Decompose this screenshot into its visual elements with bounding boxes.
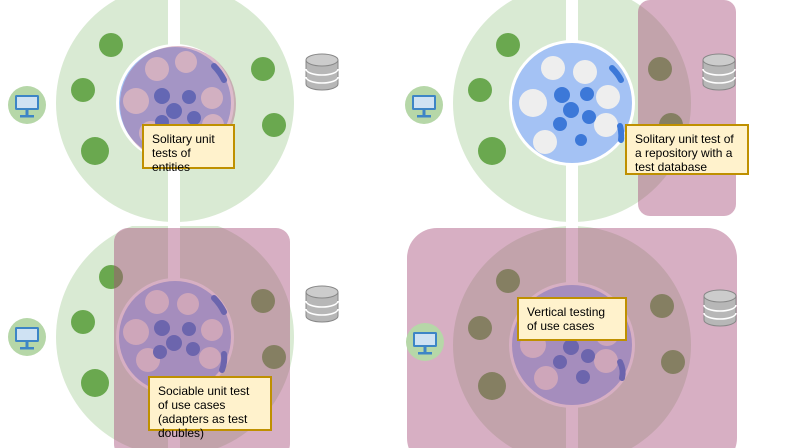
panel-solitary-repository [453, 0, 736, 222]
note-sociable-usecases: Sociable unit test of use cases (adapter… [148, 376, 272, 440]
database-icon [703, 289, 737, 327]
port-marker [211, 295, 227, 315]
database-icon [305, 53, 339, 91]
port-marker [219, 351, 228, 373]
port-marker [617, 359, 626, 381]
database-icon [702, 53, 736, 91]
entity-dots [519, 56, 620, 154]
monitor-icon [405, 86, 443, 124]
note-vertical: Vertical testing of use cases [517, 297, 627, 341]
repository-test-scope [638, 0, 736, 216]
adapter-dots [468, 269, 685, 400]
note-solitary-entities: Solitary unit tests of entities [142, 124, 235, 174]
monitor-icon [406, 323, 444, 361]
monitor-icon [8, 86, 46, 124]
panel-solitary-entities [56, 0, 294, 222]
database-icon [305, 285, 339, 323]
note-solitary-repository: Solitary unit test of a repository with … [625, 124, 749, 175]
usecase-dots [553, 87, 596, 146]
port-marker [609, 65, 624, 83]
adapter-dots [71, 265, 286, 397]
port-marker [617, 123, 625, 143]
monitor-icon [8, 318, 46, 356]
adapter-dots [71, 33, 286, 165]
port-marker [211, 63, 227, 83]
usecase-dots [153, 320, 200, 359]
